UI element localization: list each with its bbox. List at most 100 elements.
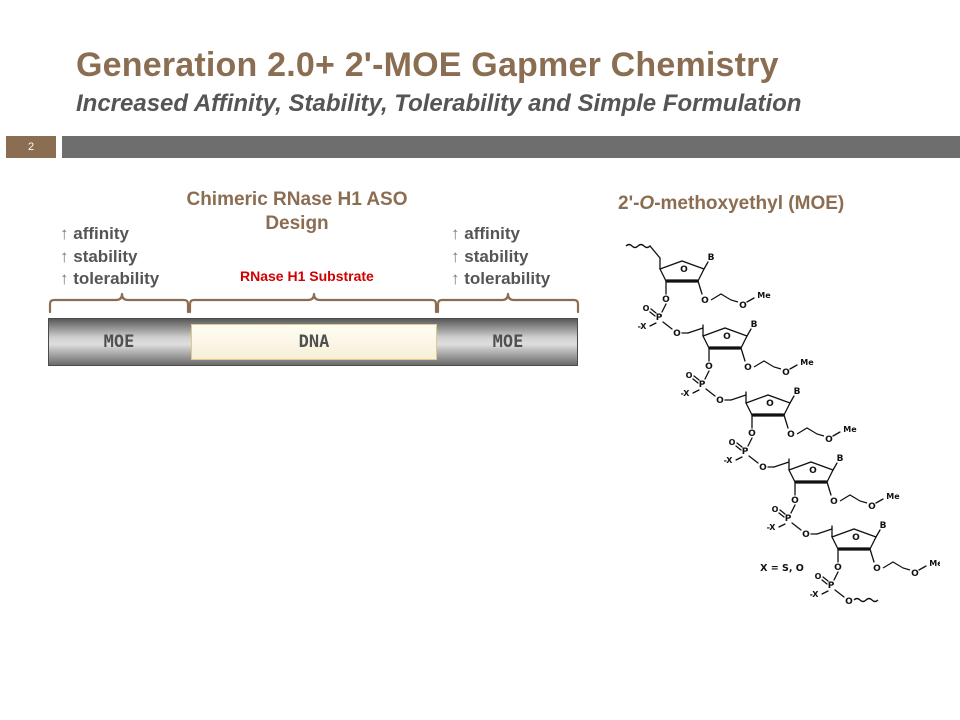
methyl-bond (875, 498, 884, 504)
p-x-bond (692, 389, 700, 394)
p-x-bond (649, 322, 657, 327)
property-label: affinity (73, 224, 129, 243)
phosphorus-label: P (656, 313, 663, 323)
rnase-substrate-label: RNase H1 Substrate (240, 268, 374, 284)
moe-wing-right: MOE (492, 332, 524, 352)
o2-label: O (701, 296, 709, 306)
p-o5-bond (834, 589, 845, 598)
base-bond (832, 462, 838, 471)
o3-label: O (748, 429, 756, 439)
up-arrow-icon: ↑ (60, 269, 74, 288)
x-substituent-label: -X (724, 456, 734, 465)
c2-o-bond (826, 481, 832, 496)
o2-label: O (787, 430, 795, 440)
o-p-bond (704, 370, 710, 380)
sugar-ring (788, 461, 834, 483)
gapmer-design-bar: MOE DNA MOE (48, 318, 578, 366)
methoxyethyl-chain (882, 561, 911, 571)
o5-next-label: O (716, 396, 724, 406)
slide-number: 2 (6, 136, 56, 158)
o-p-bond (833, 571, 839, 581)
p-double-bond (736, 442, 743, 448)
x-substituent-label: -X (810, 590, 820, 599)
p-double-bond-2 (692, 378, 699, 384)
o5-next-label: O (802, 530, 810, 540)
methoxy-oxygen-label: O (782, 368, 790, 378)
base-bond (703, 261, 709, 270)
left-property-tolerability: ↑ tolerability (60, 268, 159, 291)
o-p-bond (661, 303, 667, 313)
phosphoryl-oxygen-label: O (686, 371, 693, 380)
c5-link-next (687, 327, 704, 334)
p-o5-bond (662, 321, 673, 330)
c2-o-bond (740, 347, 746, 362)
phosphoryl-oxygen-label: O (772, 505, 779, 514)
methyl-bond (918, 565, 927, 571)
property-label: tolerability (73, 269, 160, 288)
moe-title-suffix: -methoxyethyl (MOE) (654, 193, 845, 214)
up-arrow-icon: ↑ (60, 224, 74, 243)
ring-oxygen-label: O (680, 265, 688, 275)
p-double-bond-2 (778, 512, 785, 518)
phosphorus-label: P (699, 380, 706, 390)
wavy-bond-5prime (625, 243, 661, 259)
slide-subtitle: Increased Affinity, Stability, Tolerabil… (76, 90, 802, 117)
design-title: Chimeric RNase H1 ASO Design (186, 189, 408, 234)
c5-link-next (816, 528, 833, 535)
up-arrow-icon: ↑ (60, 246, 74, 266)
x-equals-footnote: X = S, O (760, 563, 804, 574)
left-wing-properties: ↑ affinity↑ stability↑ tolerability (60, 223, 159, 291)
p-x-bond (735, 456, 743, 461)
methyl-label: Me (886, 492, 900, 501)
sugar-ring (702, 327, 748, 349)
phosphoryl-oxygen-label: O (815, 572, 822, 581)
methyl-label: Me (800, 358, 814, 367)
right-property-affinity: ↑ affinity (451, 223, 550, 246)
c5-link-next (773, 461, 790, 468)
up-arrow-icon: ↑ (451, 269, 465, 288)
p-double-bond (822, 576, 829, 582)
segment-brackets (48, 292, 580, 314)
p-o5-bond (705, 388, 716, 397)
x-substituent-label: -X (767, 523, 777, 532)
methoxyethyl-chain (796, 427, 825, 437)
base-label: B (837, 454, 844, 464)
property-label: stability (73, 246, 138, 266)
base-bond (789, 395, 795, 404)
bracket-right (436, 292, 580, 314)
p-double-bond (779, 509, 786, 515)
methyl-label: Me (929, 559, 940, 568)
methyl-bond (789, 364, 798, 370)
o3-label: O (834, 563, 842, 573)
terminal-oxygen-label: O (845, 597, 853, 607)
right-property-tolerability: ↑ tolerability (451, 268, 550, 291)
methyl-bond (746, 297, 755, 303)
base-label: B (880, 521, 887, 531)
property-label: stability (464, 246, 529, 266)
header-divider-bar (62, 136, 960, 158)
methyl-bond (832, 431, 841, 437)
p-double-bond-2 (735, 445, 742, 451)
methoxyethyl-chain (839, 494, 868, 504)
o3-label: O (662, 295, 670, 305)
o5-next-label: O (673, 329, 681, 339)
right-wing-properties: ↑ affinity↑ stability↑ tolerability (451, 223, 550, 291)
o2-label: O (873, 564, 881, 574)
p-double-bond-2 (821, 579, 828, 585)
up-arrow-icon: ↑ (451, 224, 465, 243)
x-substituent-label: -X (638, 322, 648, 331)
property-label: tolerability (464, 269, 551, 288)
o3-label: O (791, 496, 799, 506)
phosphoryl-oxygen-label: O (729, 438, 736, 447)
ring-oxygen-label: O (766, 399, 774, 409)
wavy-bond-3prime (853, 597, 879, 603)
o5-next-label: O (759, 463, 767, 473)
p-x-bond (821, 590, 829, 595)
phosphoryl-oxygen-label: O (643, 304, 650, 313)
phosphorus-label: P (785, 514, 792, 524)
methoxyethyl-chain (710, 293, 739, 303)
c2-o-bond (783, 414, 789, 429)
x-substituent-label: -X (681, 389, 691, 398)
moe-title-italic-o: O (639, 193, 655, 214)
